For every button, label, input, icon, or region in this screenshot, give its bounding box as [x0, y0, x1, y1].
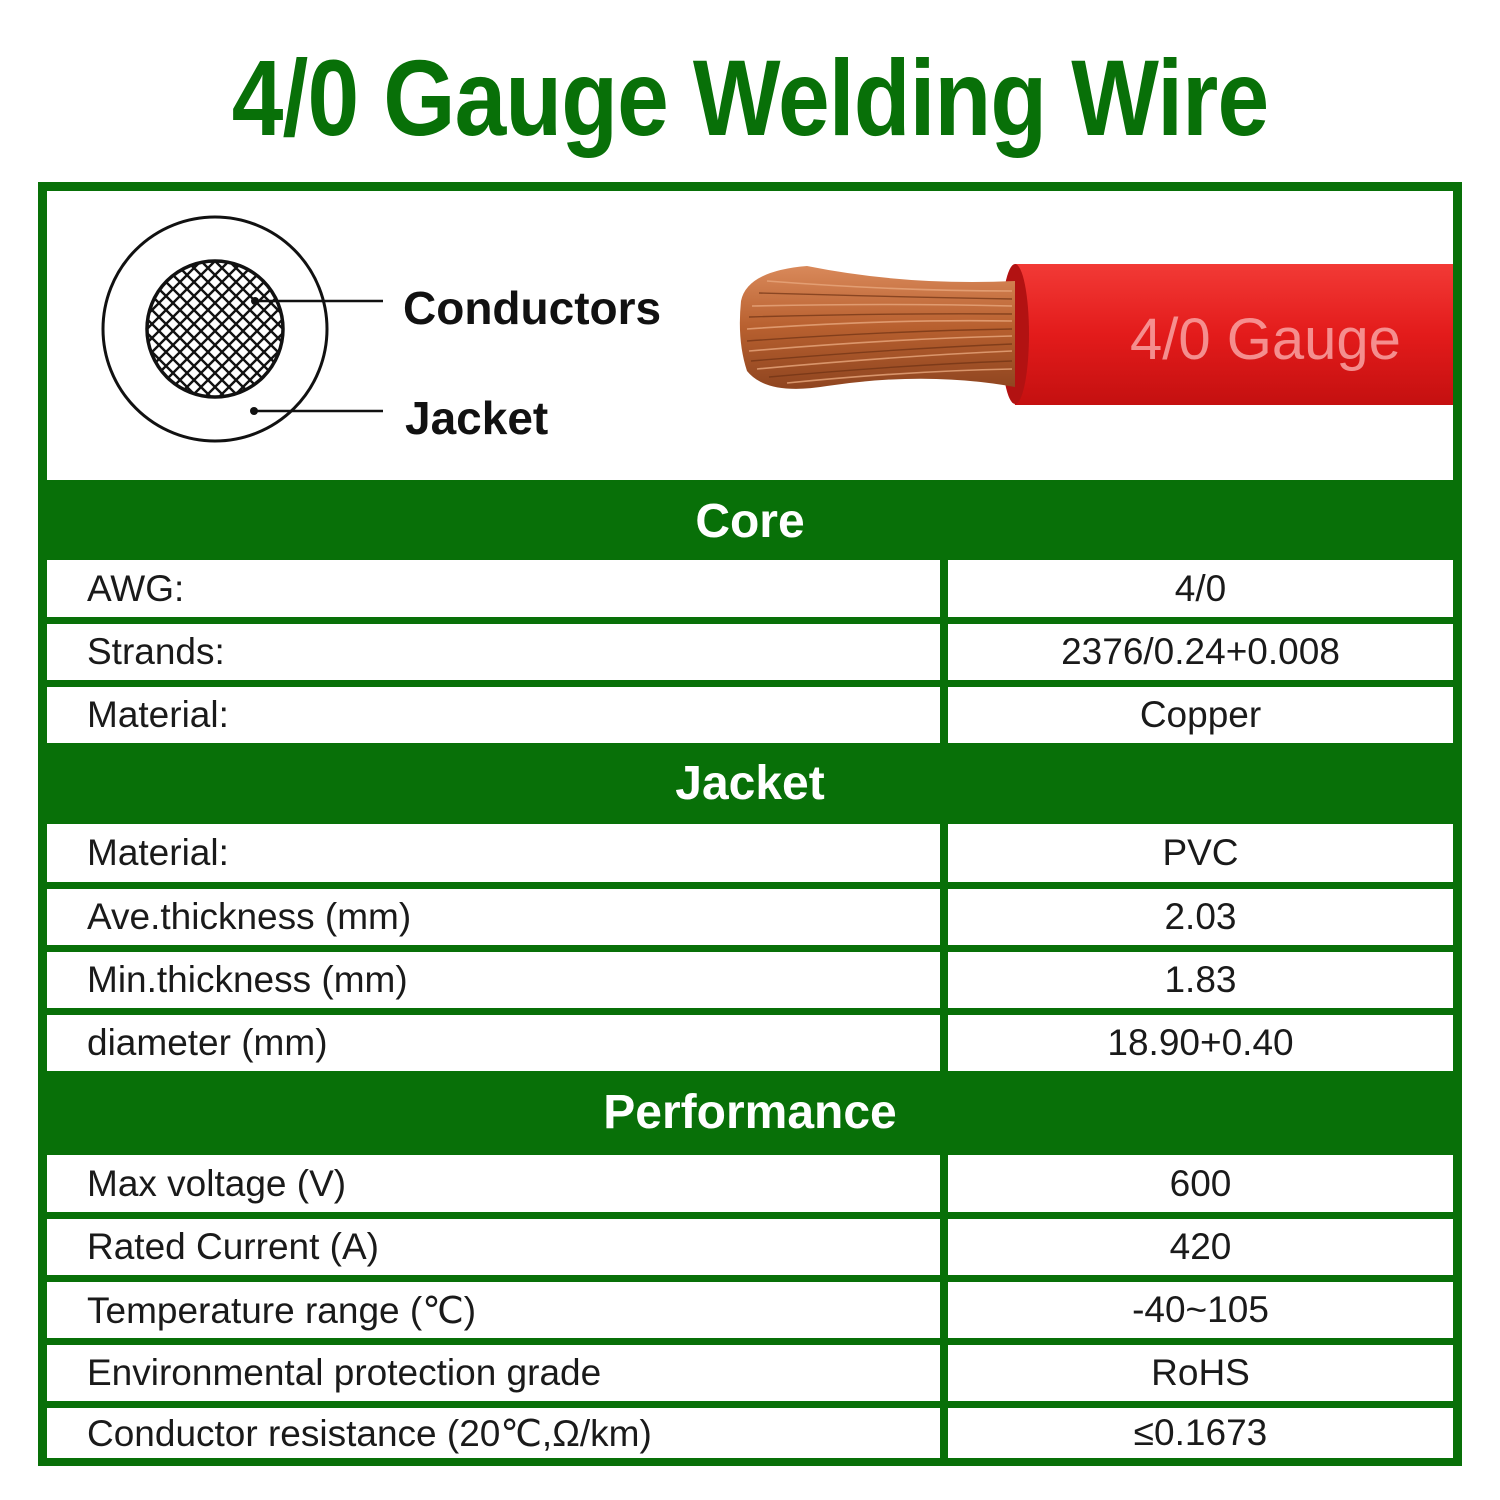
cable-diagram: 4/0 Gauge Conductors Jacket — [47, 191, 1453, 480]
cable-cross-section-icon: 4/0 Gauge — [101, 215, 1453, 443]
row-label: Rated Current (A) — [47, 1219, 940, 1275]
row-label: Temperature range (℃) — [47, 1282, 940, 1338]
row-value: 2.03 — [948, 889, 1453, 945]
spec-table: 4/0 Gauge Conductors Jacket Core AWG: 4/… — [38, 182, 1462, 1466]
row-label: diameter (mm) — [47, 1015, 940, 1071]
row-label: Material: — [47, 824, 940, 882]
row-value: ≤0.1673 — [948, 1408, 1453, 1458]
row-value: Copper — [948, 687, 1453, 743]
row-label: Material: — [47, 687, 940, 743]
row-value: 4/0 — [948, 560, 1453, 617]
section-header-jacket: Jacket — [675, 757, 825, 810]
cable-print-text: 4/0 Gauge — [1130, 307, 1401, 372]
section-header-core: Core — [695, 495, 805, 548]
row-value: 600 — [948, 1155, 1453, 1212]
row-value: -40~105 — [948, 1282, 1453, 1338]
conductors-label: Conductors — [403, 282, 662, 334]
copper-wire-cable-image: 4/0 Gauge — [739, 264, 1453, 405]
row-value: PVC — [948, 824, 1453, 882]
section-header-performance: Performance — [603, 1086, 897, 1139]
row-label: Ave.thickness (mm) — [47, 889, 940, 945]
row-value: 2376/0.24+0.008 — [948, 624, 1453, 680]
row-label: Min.thickness (mm) — [47, 952, 940, 1008]
row-label: AWG: — [47, 560, 940, 617]
jacket-label: Jacket — [405, 392, 549, 444]
row-label: Max voltage (V) — [47, 1155, 940, 1212]
row-value: 420 — [948, 1219, 1453, 1275]
row-label: Conductor resistance (20℃,Ω/km) — [47, 1408, 940, 1458]
row-value: RoHS — [948, 1345, 1453, 1401]
row-value: 18.90+0.40 — [948, 1015, 1453, 1071]
row-label: Environmental protection grade — [47, 1345, 940, 1401]
row-value: 1.83 — [948, 952, 1453, 1008]
row-label: Strands: — [47, 624, 940, 680]
page-title: 4/0 Gauge Welding Wire — [231, 37, 1269, 158]
